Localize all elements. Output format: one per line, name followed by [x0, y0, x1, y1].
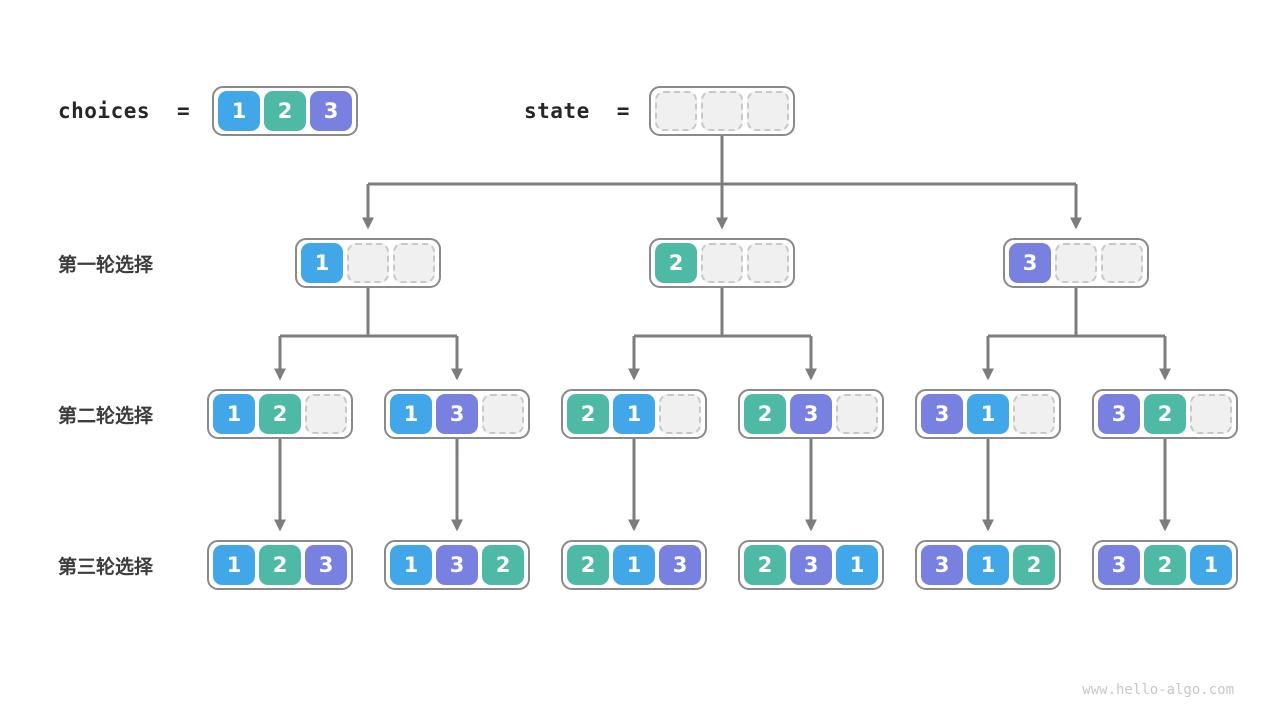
choices-label: choices — [58, 99, 151, 123]
state-cell: 2 — [655, 243, 697, 283]
state-cell: 1 — [613, 394, 655, 434]
state-cell: 2 — [744, 394, 786, 434]
state-cell: 1 — [1190, 545, 1232, 585]
round-3-label: 第三轮选择 — [58, 556, 154, 578]
state-box: 3 — [1003, 238, 1149, 288]
state-cell — [347, 243, 389, 283]
state-cell: 3 — [436, 545, 478, 585]
state-box: 2 1 3 — [561, 540, 707, 590]
state-cell: 1 — [613, 545, 655, 585]
state-cell: 3 — [790, 545, 832, 585]
state-expression: state = — [524, 86, 630, 136]
state-box: 3 2 1 — [1092, 540, 1238, 590]
state-cell: 1 — [213, 394, 255, 434]
state-label: state — [524, 99, 590, 123]
watermark: www.hello-algo.com — [1082, 682, 1234, 698]
state-cell — [305, 394, 347, 434]
state-cell: 2 — [1013, 545, 1055, 585]
state-box: 1 2 — [207, 389, 353, 439]
round-2-label: 第二轮选择 — [58, 405, 154, 427]
state-cell — [701, 243, 743, 283]
state-cell: 2 — [1144, 545, 1186, 585]
state-cell: 3 — [921, 394, 963, 434]
state-box: 1 2 3 — [207, 540, 353, 590]
state-cell: 3 — [305, 545, 347, 585]
state-cell — [1101, 243, 1143, 283]
state-box: 3 1 — [915, 389, 1061, 439]
state-box: 2 — [649, 238, 795, 288]
state-box: 2 3 1 — [738, 540, 884, 590]
state-cell — [1190, 394, 1232, 434]
state-cell — [1013, 394, 1055, 434]
choices-cell: 3 — [310, 91, 352, 131]
state-cell: 3 — [921, 545, 963, 585]
state-cell: 2 — [567, 545, 609, 585]
equals-sign: = — [616, 99, 630, 123]
state-cell: 3 — [436, 394, 478, 434]
choices-cell: 2 — [264, 91, 306, 131]
state-box: 2 1 — [561, 389, 707, 439]
state-cell: 1 — [213, 545, 255, 585]
state-cell: 1 — [967, 394, 1009, 434]
state-cell: 2 — [567, 394, 609, 434]
state-cell — [393, 243, 435, 283]
state-cell — [1055, 243, 1097, 283]
choices-cell: 1 — [218, 91, 260, 131]
state-cell — [482, 394, 524, 434]
state-cell: 2 — [1144, 394, 1186, 434]
state-box: 3 1 2 — [915, 540, 1061, 590]
state-cell — [747, 243, 789, 283]
state-cell — [836, 394, 878, 434]
choices-expression: choices = — [58, 86, 190, 136]
state-cell — [655, 91, 697, 131]
state-cell — [659, 394, 701, 434]
state-cell: 2 — [482, 545, 524, 585]
state-cell: 3 — [659, 545, 701, 585]
state-cell: 3 — [1009, 243, 1051, 283]
state-box: 3 2 — [1092, 389, 1238, 439]
state-cell — [747, 91, 789, 131]
state-cell: 1 — [301, 243, 343, 283]
state-cell: 3 — [790, 394, 832, 434]
state-cell: 2 — [744, 545, 786, 585]
state-box: 2 3 — [738, 389, 884, 439]
state-cell: 1 — [967, 545, 1009, 585]
state-cell: 1 — [390, 545, 432, 585]
state-cell: 1 — [836, 545, 878, 585]
state-box — [649, 86, 795, 136]
choices-box: 1 2 3 — [212, 86, 358, 136]
state-cell: 3 — [1098, 545, 1140, 585]
state-cell — [701, 91, 743, 131]
state-box: 1 3 2 — [384, 540, 530, 590]
round-1-label: 第一轮选择 — [58, 254, 154, 276]
state-cell: 3 — [1098, 394, 1140, 434]
equals-sign: = — [177, 99, 191, 123]
state-cell: 2 — [259, 394, 301, 434]
state-box: 1 — [295, 238, 441, 288]
state-box: 1 3 — [384, 389, 530, 439]
state-cell: 2 — [259, 545, 301, 585]
state-cell: 1 — [390, 394, 432, 434]
